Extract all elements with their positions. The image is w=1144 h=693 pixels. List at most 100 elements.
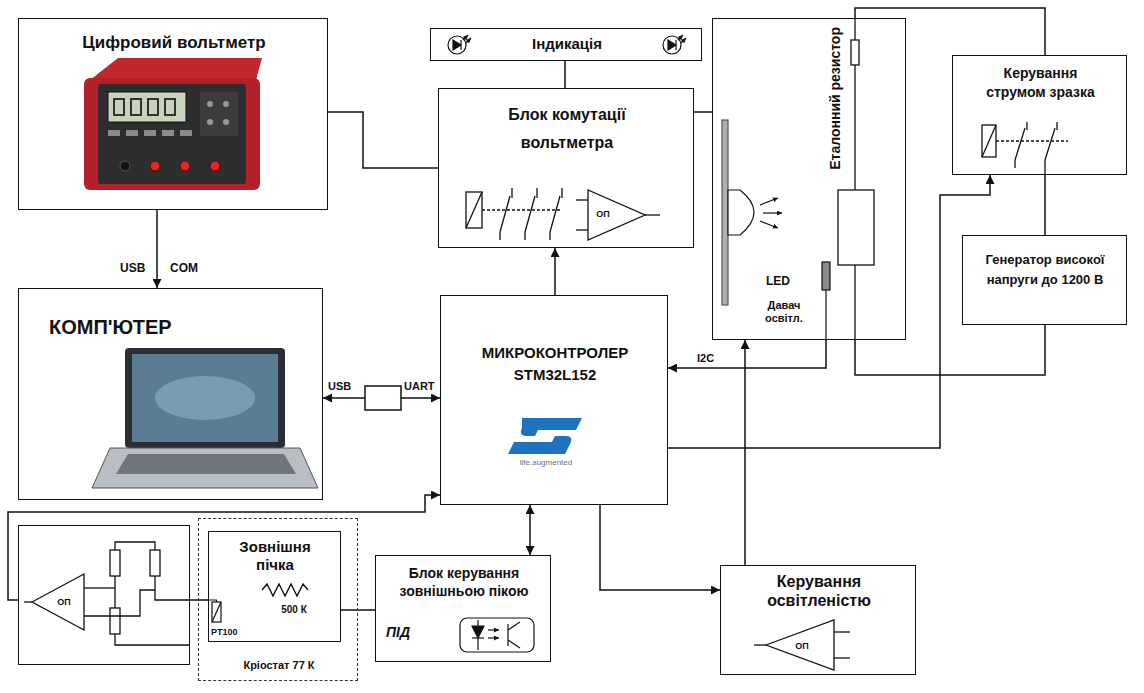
relay-symbol (561, 188, 562, 198)
led-symbol (675, 40, 676, 50)
relay-symbol (466, 188, 562, 240)
multimeter-illustration (223, 119, 229, 125)
led-symbol (678, 35, 683, 40)
furnace-control-box: Блок керування зовнішньою пікоюПІД (375, 555, 551, 662)
heater-symbol (262, 584, 308, 596)
signal-label: COM (170, 262, 198, 276)
node-title: КОМП'ЮТЕР (49, 315, 269, 339)
relay-symbol (1026, 122, 1027, 130)
signal-label: USB (328, 380, 351, 393)
optocoupler-symbol (488, 637, 499, 638)
optocoupler-symbol (460, 618, 534, 652)
opamp-symbol (576, 229, 588, 230)
resistor-symbol (851, 40, 859, 65)
resistor-symbol (854, 65, 855, 190)
resistor-symbol (854, 265, 855, 340)
bridge-amplifier (114, 576, 115, 608)
multimeter-illustration (180, 161, 190, 171)
sample-holder: Еталонний резисторLEDДавач освітл. (712, 18, 906, 340)
opamp-symbol (576, 190, 660, 240)
multimeter-illustration (108, 130, 120, 136)
relay-symbol (1015, 128, 1025, 160)
node-text: ПІД (386, 624, 426, 641)
indicator-box: Індикація (430, 28, 702, 61)
node-title: Індикація (431, 35, 703, 53)
bridge-amplifier-box: ОП (18, 525, 190, 665)
relay-symbol (524, 232, 525, 240)
relay-symbol (466, 192, 482, 228)
connector (554, 248, 556, 295)
laptop-illustration (116, 454, 296, 474)
opamp-symbol (754, 620, 850, 670)
bus-label: I2C (695, 352, 716, 365)
multimeter-illustration (98, 84, 246, 184)
multimeter-illustration (131, 99, 141, 115)
node-text: 500 К (259, 604, 329, 616)
opamp-symbol (588, 190, 645, 240)
relay-symbol (982, 125, 996, 157)
led-panel (760, 198, 778, 205)
cryostat-region: Кріостат 77 К Зовнішня пічка 500 К PT100 (198, 518, 358, 681)
connector (600, 505, 720, 590)
connector (529, 505, 531, 555)
bridge-amplifier (150, 550, 160, 576)
bridge-amplifier (115, 634, 190, 645)
relay-symbol (1014, 160, 1015, 168)
node-text: LED (758, 274, 798, 288)
optocoupler-symbol (507, 624, 508, 646)
opamp-symbol (766, 620, 834, 670)
pt100-symbol (207, 600, 221, 622)
led-symbol (460, 40, 461, 50)
relay-symbol (549, 232, 550, 240)
bridge-amplifier (115, 542, 155, 550)
multimeter-illustration (210, 161, 220, 171)
furnace-box: Зовнішня пічка 500 К PT100 (208, 531, 341, 642)
optocoupler-symbol (477, 638, 478, 650)
multimeter-illustration (144, 130, 156, 136)
usb-uart-converter (365, 386, 401, 410)
relay-symbol (1044, 160, 1045, 175)
signal-label: UART (404, 380, 435, 393)
multimeter-illustration (200, 92, 238, 136)
bridge-amplifier (24, 542, 190, 645)
node-text: STM32L152 (441, 366, 669, 384)
multimeter-illustration (207, 119, 213, 125)
relay-symbol (1045, 128, 1055, 160)
pt100-symbol (212, 602, 221, 622)
node-title: Зовнішня пічка (225, 538, 325, 574)
light-sensor (822, 262, 830, 290)
node-text: PT100 (211, 627, 251, 638)
multimeter-illustration (84, 58, 262, 190)
node-title: Кріостат 77 К (199, 659, 359, 672)
optocoupler-symbol (472, 626, 484, 638)
node-title: Цифровий вольтметр (19, 33, 329, 53)
connector (156, 210, 158, 288)
multimeter-illustration (108, 92, 186, 122)
node-title: Блок комутації вольтметра (487, 101, 647, 157)
resistor-symbol (838, 18, 874, 340)
multimeter-illustration (162, 130, 174, 136)
instrument-box: Цифровий вольтметр (18, 18, 328, 210)
node-title: МИКРОКОНТРОЛЕР (441, 344, 669, 362)
node-text: Давач освітл. (754, 299, 814, 325)
connector (341, 609, 375, 611)
connector (744, 340, 746, 565)
bridge-amplifier (110, 608, 120, 634)
led-panel (763, 212, 782, 213)
led-symbol (466, 38, 471, 43)
laptop-illustration (132, 354, 278, 442)
multimeter-illustration (126, 130, 138, 136)
bridge-amplifier (32, 574, 84, 630)
connector (668, 340, 826, 368)
light-sensor (822, 262, 830, 340)
relay-symbol (982, 122, 1068, 175)
optocoupler-symbol (508, 640, 520, 648)
multimeter-illustration (114, 99, 124, 115)
multimeter-illustration (120, 161, 130, 171)
connector (668, 175, 990, 448)
led-symbol (448, 36, 466, 54)
led-panel (728, 190, 754, 235)
optocoupler-symbol (460, 618, 534, 652)
multimeter-illustration (165, 99, 175, 115)
relay-symbol (550, 196, 560, 232)
